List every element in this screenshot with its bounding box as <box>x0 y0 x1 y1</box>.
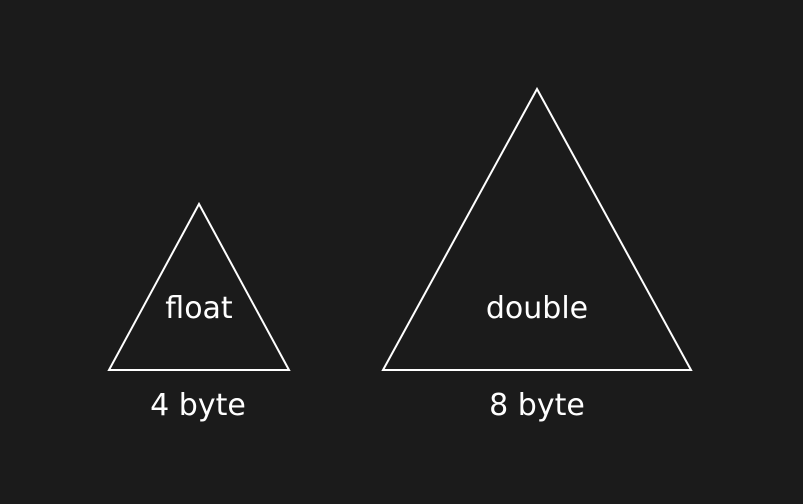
float-triangle <box>107 201 291 371</box>
float-size-label: 4 byte <box>150 388 246 423</box>
double-size-label: 8 byte <box>489 388 585 423</box>
double-triangle <box>381 86 693 371</box>
float-type-label: float <box>165 291 233 326</box>
double-type-label: double <box>485 291 589 326</box>
